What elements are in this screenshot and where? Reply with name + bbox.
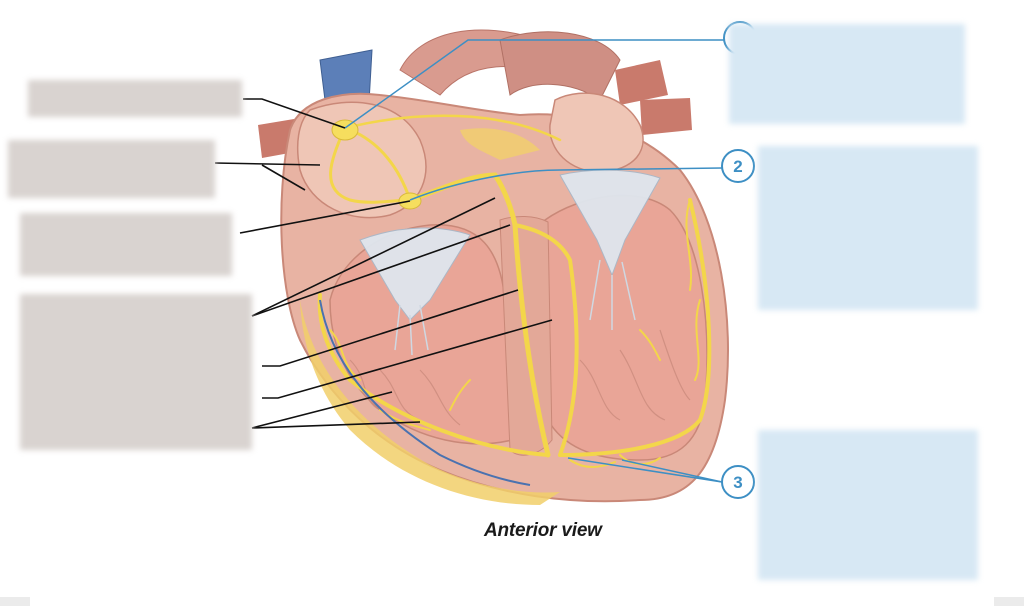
internodal-tracts — [329, 126, 412, 204]
leader-callout-3b — [621, 459, 723, 483]
masked-label-2 — [8, 140, 215, 198]
masked-callout-text-3 — [758, 430, 978, 580]
callout-number-3: 3 — [733, 473, 742, 492]
pulmonary-veins-right-lower — [640, 98, 692, 135]
leader-internodal-a — [214, 162, 321, 166]
masked-callout-text-1 — [729, 24, 965, 124]
bottom-left-chip — [0, 597, 30, 606]
right-atrium — [296, 101, 427, 219]
callout-circle-3 — [721, 465, 755, 499]
sa-node — [331, 119, 359, 141]
leader-av-node — [239, 200, 411, 234]
coronary-vein — [319, 299, 531, 486]
fat-top — [460, 128, 540, 160]
mitral-valve — [559, 169, 661, 277]
bottom-strip — [0, 596, 1024, 606]
mitral-chordae — [589, 259, 636, 330]
leader-av-bundle-a — [251, 197, 496, 317]
leader-callout-2 — [409, 167, 723, 201]
callout-circle-2 — [721, 149, 755, 183]
masked-callout-text-2 — [758, 146, 978, 310]
tricuspid-chordae — [394, 304, 429, 356]
left-atrium — [549, 92, 644, 173]
pulmonary-veins-right — [615, 60, 668, 105]
callout-leaders — [344, 39, 726, 483]
leader-callout-1 — [344, 39, 726, 129]
leader-callout-3a — [567, 457, 723, 483]
leader-internodal-b — [261, 164, 306, 191]
purkinje-fibers-left-upper — [685, 199, 701, 381]
leader-bundle-branches-2 — [262, 319, 553, 399]
pulmonary-trunk — [499, 31, 621, 101]
masked-label-3 — [20, 213, 232, 276]
leader-purkinje-b — [251, 421, 421, 429]
purkinje-right — [317, 293, 550, 457]
view-caption: Anterior view — [484, 520, 602, 541]
masked-label-1 — [28, 80, 242, 117]
conduction-system — [317, 114, 712, 468]
label-leaders — [214, 98, 553, 429]
bottom-right-chip — [994, 597, 1024, 606]
left-bundle-branch — [513, 223, 579, 457]
papillary-branches — [449, 329, 661, 411]
leader-av-bundle-b — [251, 224, 511, 317]
masked-label-4 — [20, 294, 252, 450]
leader-sa-node — [243, 98, 346, 129]
right-bundle-branch — [512, 222, 551, 458]
callout-number-2: 2 — [733, 157, 742, 176]
bachmann-bundle — [343, 114, 562, 142]
purkinje-left — [558, 198, 712, 457]
leader-bundle-branches — [262, 289, 519, 367]
leader-purkinje-a — [251, 391, 393, 429]
trabeculae — [349, 329, 691, 426]
